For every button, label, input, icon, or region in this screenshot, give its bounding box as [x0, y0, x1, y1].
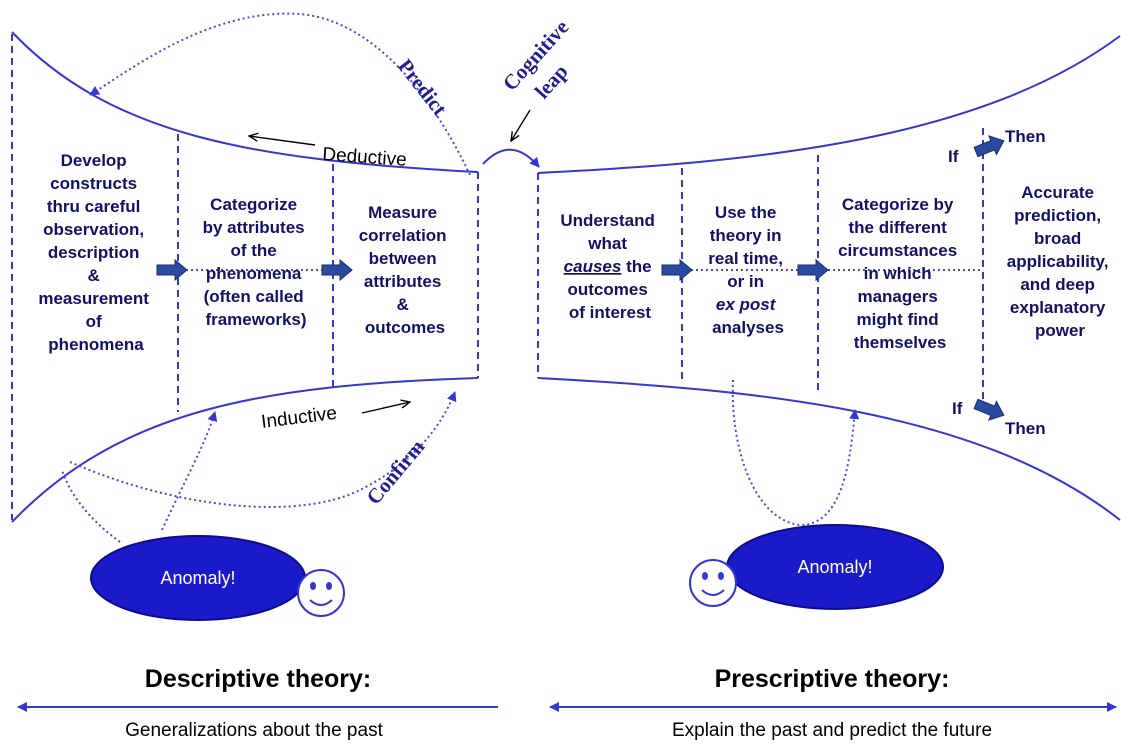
flow-arrow-4	[797, 258, 829, 282]
cognitive-leap-pointer	[511, 109, 531, 141]
left-bottom-curve	[11, 377, 479, 523]
confirm-label: Confirm	[361, 434, 429, 509]
flow-arrow-2	[321, 258, 353, 282]
deductive-arrow	[249, 136, 316, 146]
inductive-label: Inductive	[260, 403, 338, 433]
anomaly-left-line-1	[61, 469, 121, 543]
then-label-bottom: Then	[1005, 419, 1046, 438]
smiley-right-icon	[689, 559, 737, 607]
cognitive-leap-arc	[482, 148, 540, 168]
then-label-top: Then	[1005, 127, 1046, 146]
if-label-top: If	[948, 147, 959, 166]
flow-arrow-3	[661, 258, 693, 282]
left-top-curve	[11, 31, 479, 173]
anomaly-left-line-2	[161, 411, 218, 531]
prescriptive-subtitle: Explain the past and predict the future	[672, 720, 992, 741]
box-use-theory: Use the theory in real time, or in ex po…	[708, 203, 787, 337]
descriptive-subtitle: Generalizations about the past	[125, 720, 383, 741]
flow-arrow-1	[156, 258, 188, 282]
if-then-arrow-bottom	[973, 398, 1005, 421]
right-top-curve	[537, 35, 1121, 174]
descriptive-title: Descriptive theory:	[145, 665, 371, 693]
anomaly-right-loop	[731, 379, 860, 527]
right-bottom-curve	[537, 377, 1121, 521]
smiley-left-icon	[297, 569, 345, 617]
box-categorize-attributes: Categorize by attributes of the phenomen…	[203, 195, 310, 329]
if-label-bottom: If	[952, 399, 963, 418]
deductive-label: Deductive	[322, 144, 408, 171]
anomaly-right-text: Anomaly!	[797, 557, 872, 577]
confirm-arc	[69, 391, 457, 508]
box-accurate-prediction: Accurate prediction, broad applicability…	[1007, 183, 1113, 340]
prescriptive-title: Prescriptive theory:	[715, 665, 950, 693]
inductive-arrow	[361, 402, 410, 414]
box-develop-constructs: Develop constructs thru careful observat…	[38, 151, 153, 354]
box-understand-causes: Understand what causes the outcomes of i…	[560, 211, 659, 322]
box-categorize-circumstances: Categorize by the different circumstance…	[838, 195, 962, 352]
anomaly-left-text: Anomaly!	[160, 568, 235, 588]
predict-label: Predict	[393, 54, 452, 120]
if-then-arrow-top	[973, 135, 1005, 158]
box-measure-correlation: Measure correlation between attributes &…	[359, 203, 452, 337]
